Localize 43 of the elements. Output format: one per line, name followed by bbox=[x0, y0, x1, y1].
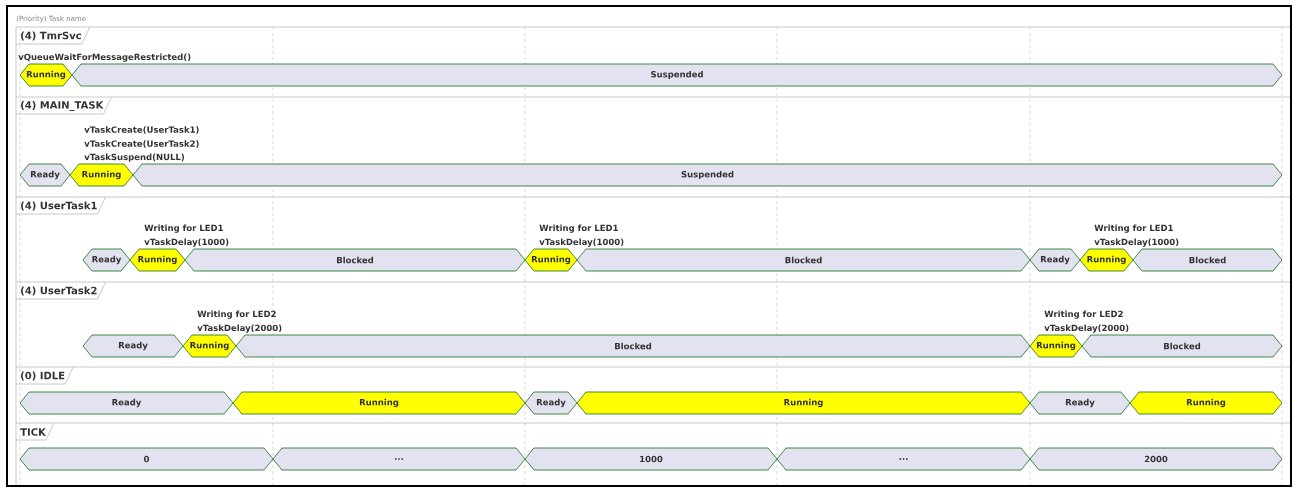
state-hexagon: ... bbox=[272, 447, 526, 471]
state-hexagon: Running bbox=[129, 248, 186, 272]
state-hexagon: 0 bbox=[19, 447, 274, 471]
row-header: (4) UserTask2 bbox=[15, 281, 106, 300]
annotation-text: vTaskCreate(UserTask1) bbox=[84, 126, 199, 134]
row-header: (4) MAIN_TASK bbox=[15, 96, 112, 115]
row-header: (4) TmrSvc bbox=[15, 26, 91, 45]
annotation-text: Writing for LED2 bbox=[197, 310, 276, 319]
state-hexagon: Running bbox=[1029, 334, 1083, 358]
state-hexagon: Ready bbox=[19, 391, 234, 415]
state-hexagon: Running bbox=[19, 63, 73, 87]
state-hexagon: Ready bbox=[19, 163, 71, 187]
row-header: TICK bbox=[15, 422, 55, 441]
annotation-text: Writing for LED1 bbox=[539, 224, 618, 233]
state-hexagon: Running bbox=[232, 391, 526, 415]
row-header: (0) IDLE bbox=[15, 366, 74, 385]
annotation-text: vTaskDelay(1000) bbox=[1094, 238, 1179, 247]
annotation-text: Writing for LED2 bbox=[1044, 310, 1123, 319]
state-hexagon: ... bbox=[776, 447, 1031, 471]
state-hexagon: Blocked bbox=[1132, 248, 1283, 272]
state-hexagon: Running bbox=[1129, 391, 1283, 415]
state-hexagon: Running bbox=[1079, 248, 1134, 272]
annotation-text: vTaskSuspend(NULL) bbox=[84, 153, 184, 162]
annotation-text: Writing for LED1 bbox=[144, 224, 223, 233]
state-hexagon: Ready bbox=[82, 334, 184, 358]
row-header: (4) UserTask1 bbox=[15, 196, 106, 215]
state-hexagon: Ready bbox=[1029, 391, 1131, 415]
state-hexagon: 1000 bbox=[524, 447, 778, 471]
state-hexagon: 2000 bbox=[1029, 447, 1283, 471]
annotation-text: vQueueWaitForMessageRestricted() bbox=[18, 53, 191, 62]
annotation-text: vTaskDelay(1000) bbox=[539, 238, 624, 247]
state-hexagon: Ready bbox=[524, 391, 578, 415]
state-hexagon: Running bbox=[524, 248, 578, 272]
state-hexagon: Blocked bbox=[1081, 334, 1283, 358]
state-hexagon: Ready bbox=[1029, 248, 1081, 272]
state-hexagon: Running bbox=[182, 334, 237, 358]
annotation-text: vTaskDelay(1000) bbox=[144, 238, 229, 247]
annotation-text: vTaskDelay(2000) bbox=[197, 324, 282, 333]
annotation-text: vTaskCreate(UserTask2) bbox=[84, 140, 199, 148]
annotation-text: vTaskDelay(2000) bbox=[1044, 324, 1129, 333]
annotation-text: Writing for LED1 bbox=[1094, 224, 1173, 233]
state-hexagon: Running bbox=[69, 163, 134, 187]
state-hexagon: Ready bbox=[82, 248, 131, 272]
